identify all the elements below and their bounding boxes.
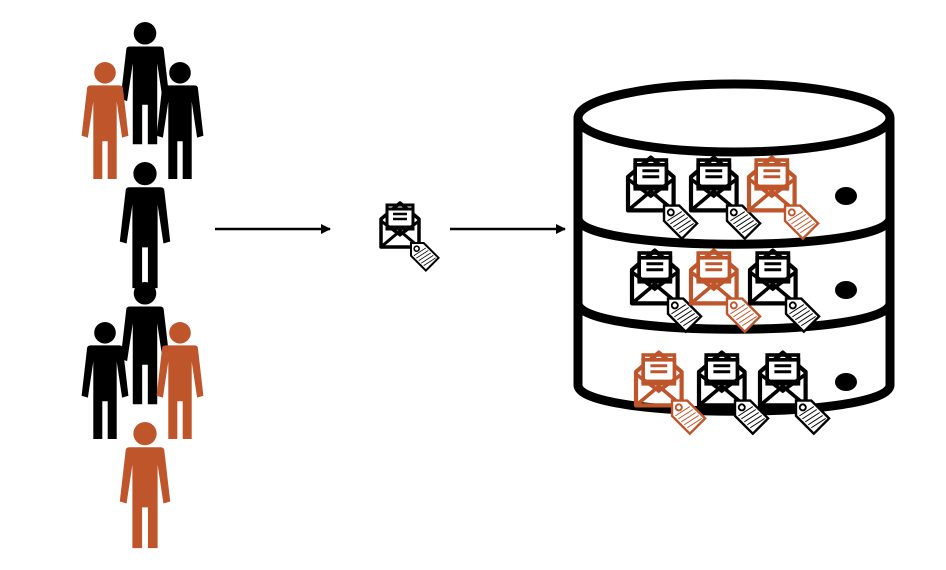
person-icon xyxy=(120,22,170,145)
tag-icon xyxy=(662,204,699,241)
person-icon xyxy=(119,422,171,549)
tagged-envelope-icon xyxy=(629,248,703,334)
tagged-envelope-icon xyxy=(625,155,699,241)
people-group-top xyxy=(81,22,204,289)
person-icon xyxy=(156,322,204,439)
tag-icon xyxy=(410,242,440,272)
tag-icon xyxy=(725,297,762,334)
tag-icon xyxy=(794,399,831,436)
people-group-bottom xyxy=(81,282,204,549)
tagged-envelope-icon xyxy=(379,201,440,272)
tagged-envelope-icon xyxy=(747,248,821,334)
tagged-envelope-icon xyxy=(757,350,831,436)
tag-icon xyxy=(725,204,762,241)
indicator-dot xyxy=(835,187,857,205)
tag-icon xyxy=(670,399,707,436)
database-shelf xyxy=(633,350,857,436)
person-icon xyxy=(120,282,170,405)
tagged-envelope-icon xyxy=(633,350,707,436)
database-cylinder-icon xyxy=(573,79,895,416)
person-icon xyxy=(156,62,204,179)
database-shelf xyxy=(625,155,857,241)
tag-icon xyxy=(733,399,770,436)
indicator-dot xyxy=(835,373,857,391)
person-icon xyxy=(119,162,171,289)
tagged-envelope-icon xyxy=(688,155,762,241)
indicator-dot xyxy=(835,281,857,299)
tagged-envelope-icon xyxy=(746,155,820,241)
person-icon xyxy=(81,62,129,179)
tagged-envelope-icon xyxy=(696,350,770,436)
tag-icon xyxy=(783,204,820,241)
database-shelf xyxy=(629,248,857,334)
person-icon xyxy=(81,322,129,439)
tagged-envelope-icon xyxy=(688,248,762,334)
tag-icon xyxy=(784,297,821,334)
tag-icon xyxy=(666,297,703,334)
